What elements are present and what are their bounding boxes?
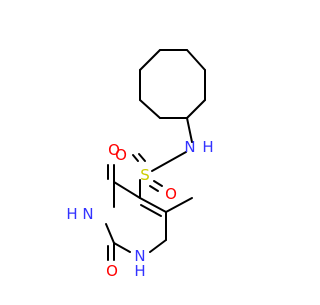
- bond-s-o-bottom-b: [149, 185, 159, 192]
- atom-h-ring-upper: H: [66, 205, 77, 223]
- bond-c5-c6-outer: [139, 197, 167, 213]
- atom-o-sulfonyl-top: O: [115, 146, 127, 164]
- atom-h-amide: H: [202, 138, 213, 156]
- bond-s-o-top-a: [132, 154, 139, 162]
- bond-n1-c6: [149, 239, 167, 253]
- substituents: [107, 164, 193, 261]
- bond-c1-c2: [186, 99, 206, 119]
- pyrimidine-ring: [105, 181, 167, 253]
- atom-n-ring-upper: N: [82, 205, 93, 223]
- bond-s-o-bottom-a: [153, 180, 163, 187]
- bond-n-s: [151, 151, 187, 172]
- sulfonamide-group: [132, 117, 193, 199]
- molecule-structure-diagram: N H S O O O H N O N H: [66, 49, 214, 280]
- bond-c7-c8: [139, 99, 161, 119]
- bond-s-o-top-b: [138, 153, 146, 162]
- bond-c3-c4: [186, 49, 206, 71]
- atom-n-amide: N: [184, 138, 195, 156]
- cyclooctane-ring: [139, 49, 206, 119]
- atom-n-ring-lower: N: [134, 247, 145, 265]
- bond-c2-n1: [113, 242, 131, 253]
- bond-c5-c6-inner: [140, 204, 162, 217]
- atom-h-ring-lower: H: [134, 262, 145, 280]
- atom-labels: N H S O O O H N O N H: [66, 138, 213, 280]
- atom-o-carbonyl-top: O: [108, 141, 120, 159]
- atom-o-carbonyl-bottom: O: [106, 262, 118, 280]
- molecule-canvas: N H S O O O H N O N H: [66, 49, 214, 280]
- atom-o-sulfonyl-bottom: O: [165, 185, 177, 203]
- bond-n3-c2: [105, 223, 115, 244]
- bond-c6-methyl: [165, 197, 193, 213]
- atom-sulfur: S: [140, 166, 150, 184]
- bond-ring-n: [186, 117, 193, 143]
- bond-c5-c6: [139, 49, 161, 71]
- bond-c5-c4: [113, 181, 141, 199]
